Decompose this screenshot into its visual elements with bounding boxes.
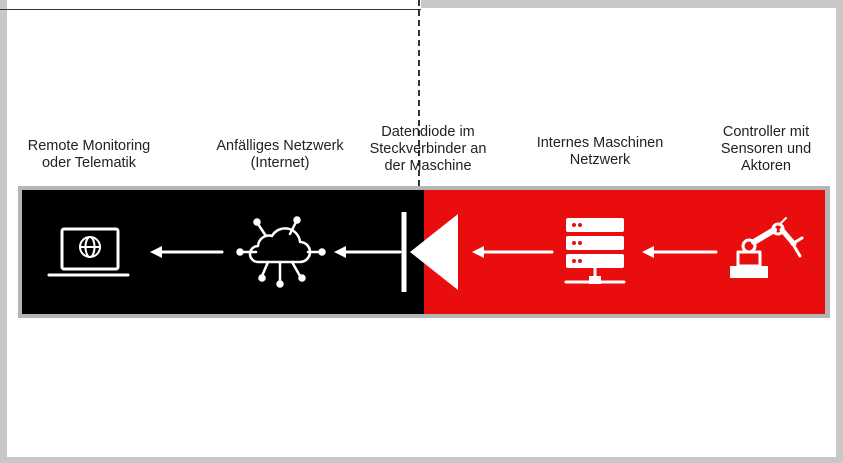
arrow-left-icon bbox=[334, 246, 402, 258]
frame-top bbox=[421, 0, 843, 8]
laptop-globe-icon bbox=[47, 227, 130, 277]
crop-line bbox=[0, 9, 421, 10]
label-line: Steckverbinder an bbox=[369, 141, 487, 157]
frame-left bbox=[0, 0, 7, 463]
label-internal-network: Internes Maschinen Netzwerk bbox=[508, 135, 692, 169]
label-line: Anfälliges Netzwerk bbox=[216, 138, 344, 154]
crop-dash-line bbox=[418, 0, 420, 186]
label-line: oder Telematik bbox=[41, 155, 137, 171]
label-line: Sensoren und bbox=[720, 141, 812, 157]
label-line: Aktoren bbox=[741, 158, 791, 174]
label-line: Remote Monitoring bbox=[27, 138, 151, 154]
label-data-diode: Datendiode im Steckverbinder an der Masc… bbox=[358, 124, 498, 175]
label-line: Controller mit bbox=[722, 124, 810, 140]
arrow-left-icon bbox=[150, 246, 224, 258]
server-rack-icon bbox=[564, 218, 626, 284]
label-line: Netzwerk bbox=[569, 152, 631, 168]
label-line: (Internet) bbox=[250, 155, 310, 171]
data-diode-icon bbox=[401, 212, 458, 292]
label-line: der Maschine bbox=[384, 158, 472, 174]
label-line: Internes Maschinen bbox=[536, 135, 664, 151]
label-vulnerable-network: Anfälliges Netzwerk (Internet) bbox=[190, 138, 370, 172]
frame-bottom bbox=[0, 457, 843, 463]
arrow-left-icon bbox=[642, 246, 718, 258]
arrow-left-icon bbox=[472, 246, 554, 258]
label-line: Datendiode im bbox=[381, 124, 475, 140]
label-controller: Controller mit Sensoren und Aktoren bbox=[693, 124, 839, 175]
frame-right bbox=[836, 0, 843, 463]
label-remote-monitoring: Remote Monitoring oder Telematik bbox=[0, 138, 178, 172]
cloud-network-icon bbox=[236, 216, 326, 288]
robot-arm-icon bbox=[730, 217, 804, 278]
